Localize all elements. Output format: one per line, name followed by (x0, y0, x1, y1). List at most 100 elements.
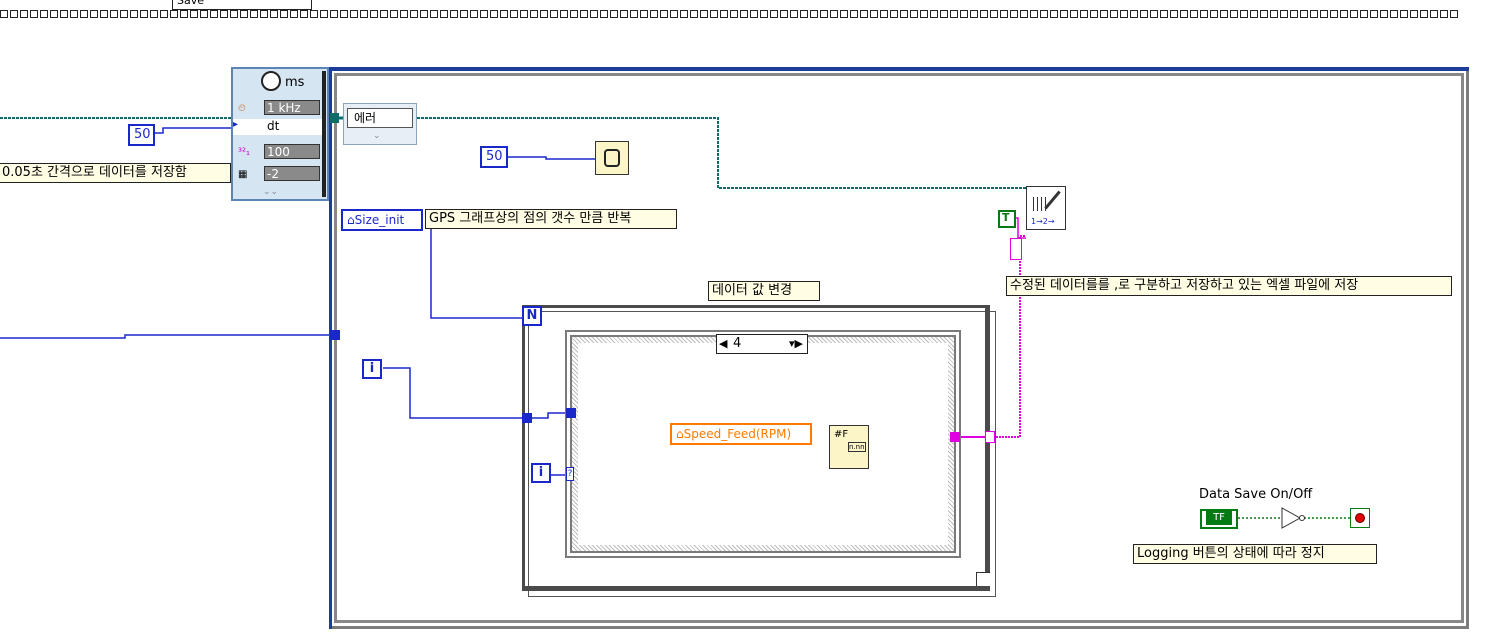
timed-loop-frame-left (329, 67, 332, 629)
gps-comment: GPS 그래프상의 점의 갯수 만큼 반복 (425, 209, 677, 229)
write-spreadsheet-icon[interactable]: 1→2→ (1026, 186, 1066, 230)
for-loop-tunnel (522, 413, 532, 423)
frame-square (1010, 10, 1018, 18)
frame-square (1210, 10, 1218, 18)
dim-icon: 1→2→ (1031, 217, 1055, 226)
frame-square (1200, 10, 1208, 18)
frame-square (250, 10, 258, 18)
selector-prev-icon[interactable]: ◀ (719, 337, 728, 350)
frame-square (490, 10, 498, 18)
for-loop-output-tunnel (985, 431, 995, 443)
frame-square (280, 10, 288, 18)
frame-square (390, 10, 398, 18)
wait-ms-icon[interactable] (595, 141, 629, 175)
frame-square (720, 10, 728, 18)
format-value-icon[interactable]: #F n.nn (829, 425, 869, 469)
error-expand-icon[interactable]: ⌄ (373, 131, 381, 141)
expand-chevron-icon[interactable]: ⌄⌄ (263, 187, 279, 197)
frame-square (100, 10, 108, 18)
data-save-terminal[interactable]: TF (1200, 509, 1238, 529)
case-selector[interactable]: ◀ 4 ▾▶ (716, 334, 808, 354)
iteration-constant[interactable]: i (362, 359, 382, 379)
error-tunnel (330, 113, 339, 123)
wait-constant[interactable]: 50 (480, 146, 508, 168)
frame-square (200, 10, 208, 18)
inner-loop-frame (334, 73, 1464, 623)
frame-square (510, 10, 518, 18)
frame-square (300, 10, 308, 18)
frame-square (1170, 10, 1178, 18)
selector-next-icon[interactable]: ▾▶ (789, 337, 803, 350)
timed-loop-unit: ms (285, 75, 305, 90)
frame-square (1150, 10, 1158, 18)
error-unbundle-node[interactable]: 에러 ⌄ (343, 103, 417, 145)
frame-square (550, 10, 558, 18)
watch-icon (604, 149, 620, 167)
frame-square (570, 10, 578, 18)
frame-square (810, 10, 818, 18)
frame-square (600, 10, 608, 18)
frame-square (1270, 10, 1278, 18)
stop-terminal[interactable] (1350, 508, 1370, 528)
frame-square (1070, 10, 1078, 18)
home-icon: ⌂ (676, 427, 684, 441)
frame-square (560, 10, 568, 18)
frame-square (1420, 10, 1428, 18)
frame-square (910, 10, 918, 18)
for-loop-count-terminal[interactable]: N (522, 306, 542, 326)
frame-square (20, 10, 28, 18)
frame-square (240, 10, 248, 18)
dt-constant[interactable]: 50 (128, 124, 155, 146)
frame-square (140, 10, 148, 18)
frame-square (1350, 10, 1358, 18)
format-hash-icon: #F (834, 429, 849, 440)
home-icon: ⌂ (347, 213, 355, 227)
true-constant[interactable]: T (998, 210, 1016, 228)
offset-value: 100 (264, 144, 320, 159)
frame-square (530, 10, 538, 18)
frame-square (1280, 10, 1288, 18)
frame-square (400, 10, 408, 18)
save-tab[interactable]: Save (172, 0, 312, 10)
frame-square (10, 10, 18, 18)
frame-square (710, 10, 718, 18)
size-init-local[interactable]: ⌂Size_init (341, 209, 423, 231)
frame-square (950, 10, 958, 18)
frame-square (1140, 10, 1148, 18)
frame-square (860, 10, 868, 18)
case-selector-input: ? (566, 467, 574, 481)
timed-loop-edge (322, 71, 326, 197)
dt-label: dt (267, 119, 280, 133)
frame-square (1050, 10, 1058, 18)
source-row[interactable]: ⏲ 1 kHz (236, 100, 320, 116)
frame-square (1360, 10, 1368, 18)
frame-square (580, 10, 588, 18)
dt-row[interactable]: ▸ dt (233, 119, 323, 135)
frame-square (180, 10, 188, 18)
processor-row[interactable]: ▦ -2 (236, 166, 320, 182)
frame-square (1060, 10, 1068, 18)
selector-value: 4 (733, 336, 742, 351)
frame-square (1290, 10, 1298, 18)
iteration-terminal[interactable]: i (531, 463, 551, 483)
interval-comment: 0.05초 간격으로 데이터를 저장함 (0, 163, 231, 183)
frame-square (800, 10, 808, 18)
timed-loop-config-node[interactable]: ms ⏲ 1 kHz ▸ dt ³²₁ 100 ▦ -2 ⌄⌄ (231, 67, 329, 201)
frame-square (370, 10, 378, 18)
frame-square (650, 10, 658, 18)
error-label: 에러 (354, 111, 377, 125)
frame-square (1390, 10, 1398, 18)
resize-handle[interactable] (976, 572, 990, 586)
frame-square (1340, 10, 1348, 18)
frame-square (1230, 10, 1238, 18)
processor-icon: ▦ (238, 169, 248, 180)
frame-square (890, 10, 898, 18)
offset-row[interactable]: ³²₁ 100 (236, 144, 320, 160)
frame-square (380, 10, 388, 18)
speed-feed-local[interactable]: ⌂Speed_Feed(RPM) (670, 423, 812, 445)
frame-square (230, 10, 238, 18)
frame-square (610, 10, 618, 18)
for-loop-shadow (528, 311, 996, 597)
speed-feed-label: Speed_Feed(RPM) (683, 427, 792, 441)
frame-square (120, 10, 128, 18)
